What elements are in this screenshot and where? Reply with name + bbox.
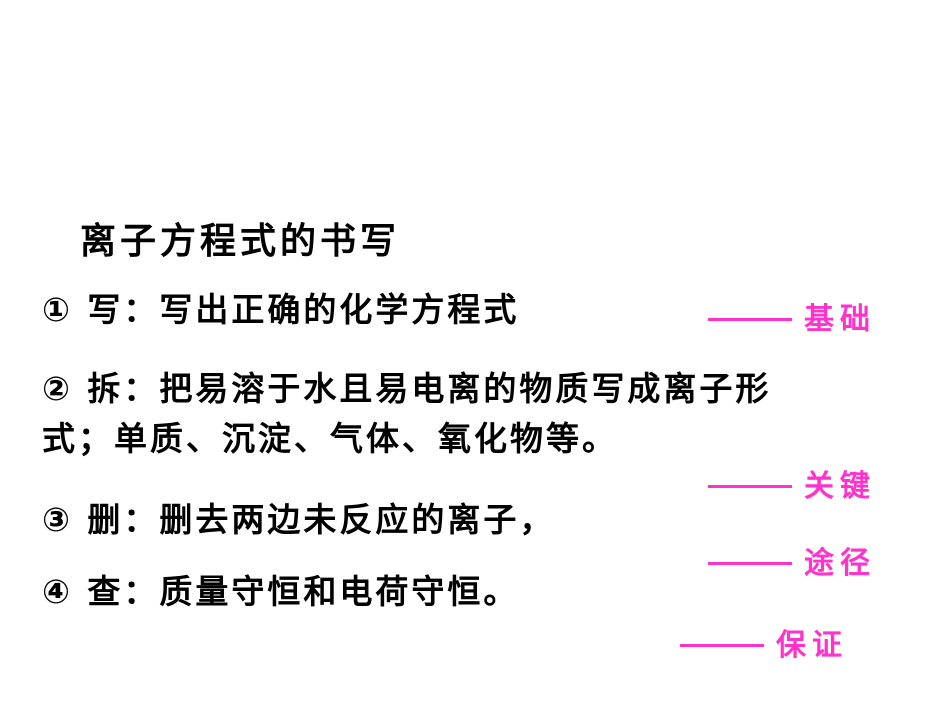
annotation-foundation: 基础 [708, 294, 876, 338]
slide-title: 离子方程式的书写 [80, 221, 401, 262]
dash-line [708, 484, 792, 488]
annotation-label: 基础 [804, 302, 876, 337]
annotation-label: 途径 [804, 546, 876, 581]
annotation-key: 关键 [708, 461, 876, 505]
dash-line [680, 643, 764, 647]
dash-line [708, 561, 792, 565]
step-check: ④ 查：质量守恒和电荷守恒。 [42, 572, 520, 611]
step-split-line2: 式；单质、沉淀、气体、氧化物等。 [42, 419, 618, 458]
step-split-line1: ② 拆：把易溶于水且易电离的物质写成离子形 [42, 369, 772, 408]
annotation-approach: 途径 [708, 538, 876, 582]
annotation-label: 保证 [776, 628, 848, 663]
annotation-label: 关键 [804, 469, 876, 504]
step-delete: ③ 删：删去两边未反应的离子， [42, 500, 556, 539]
dash-line [708, 317, 792, 321]
step-write: ① 写：写出正确的化学方程式 [42, 290, 520, 329]
annotation-guarantee: 保证 [680, 620, 848, 664]
